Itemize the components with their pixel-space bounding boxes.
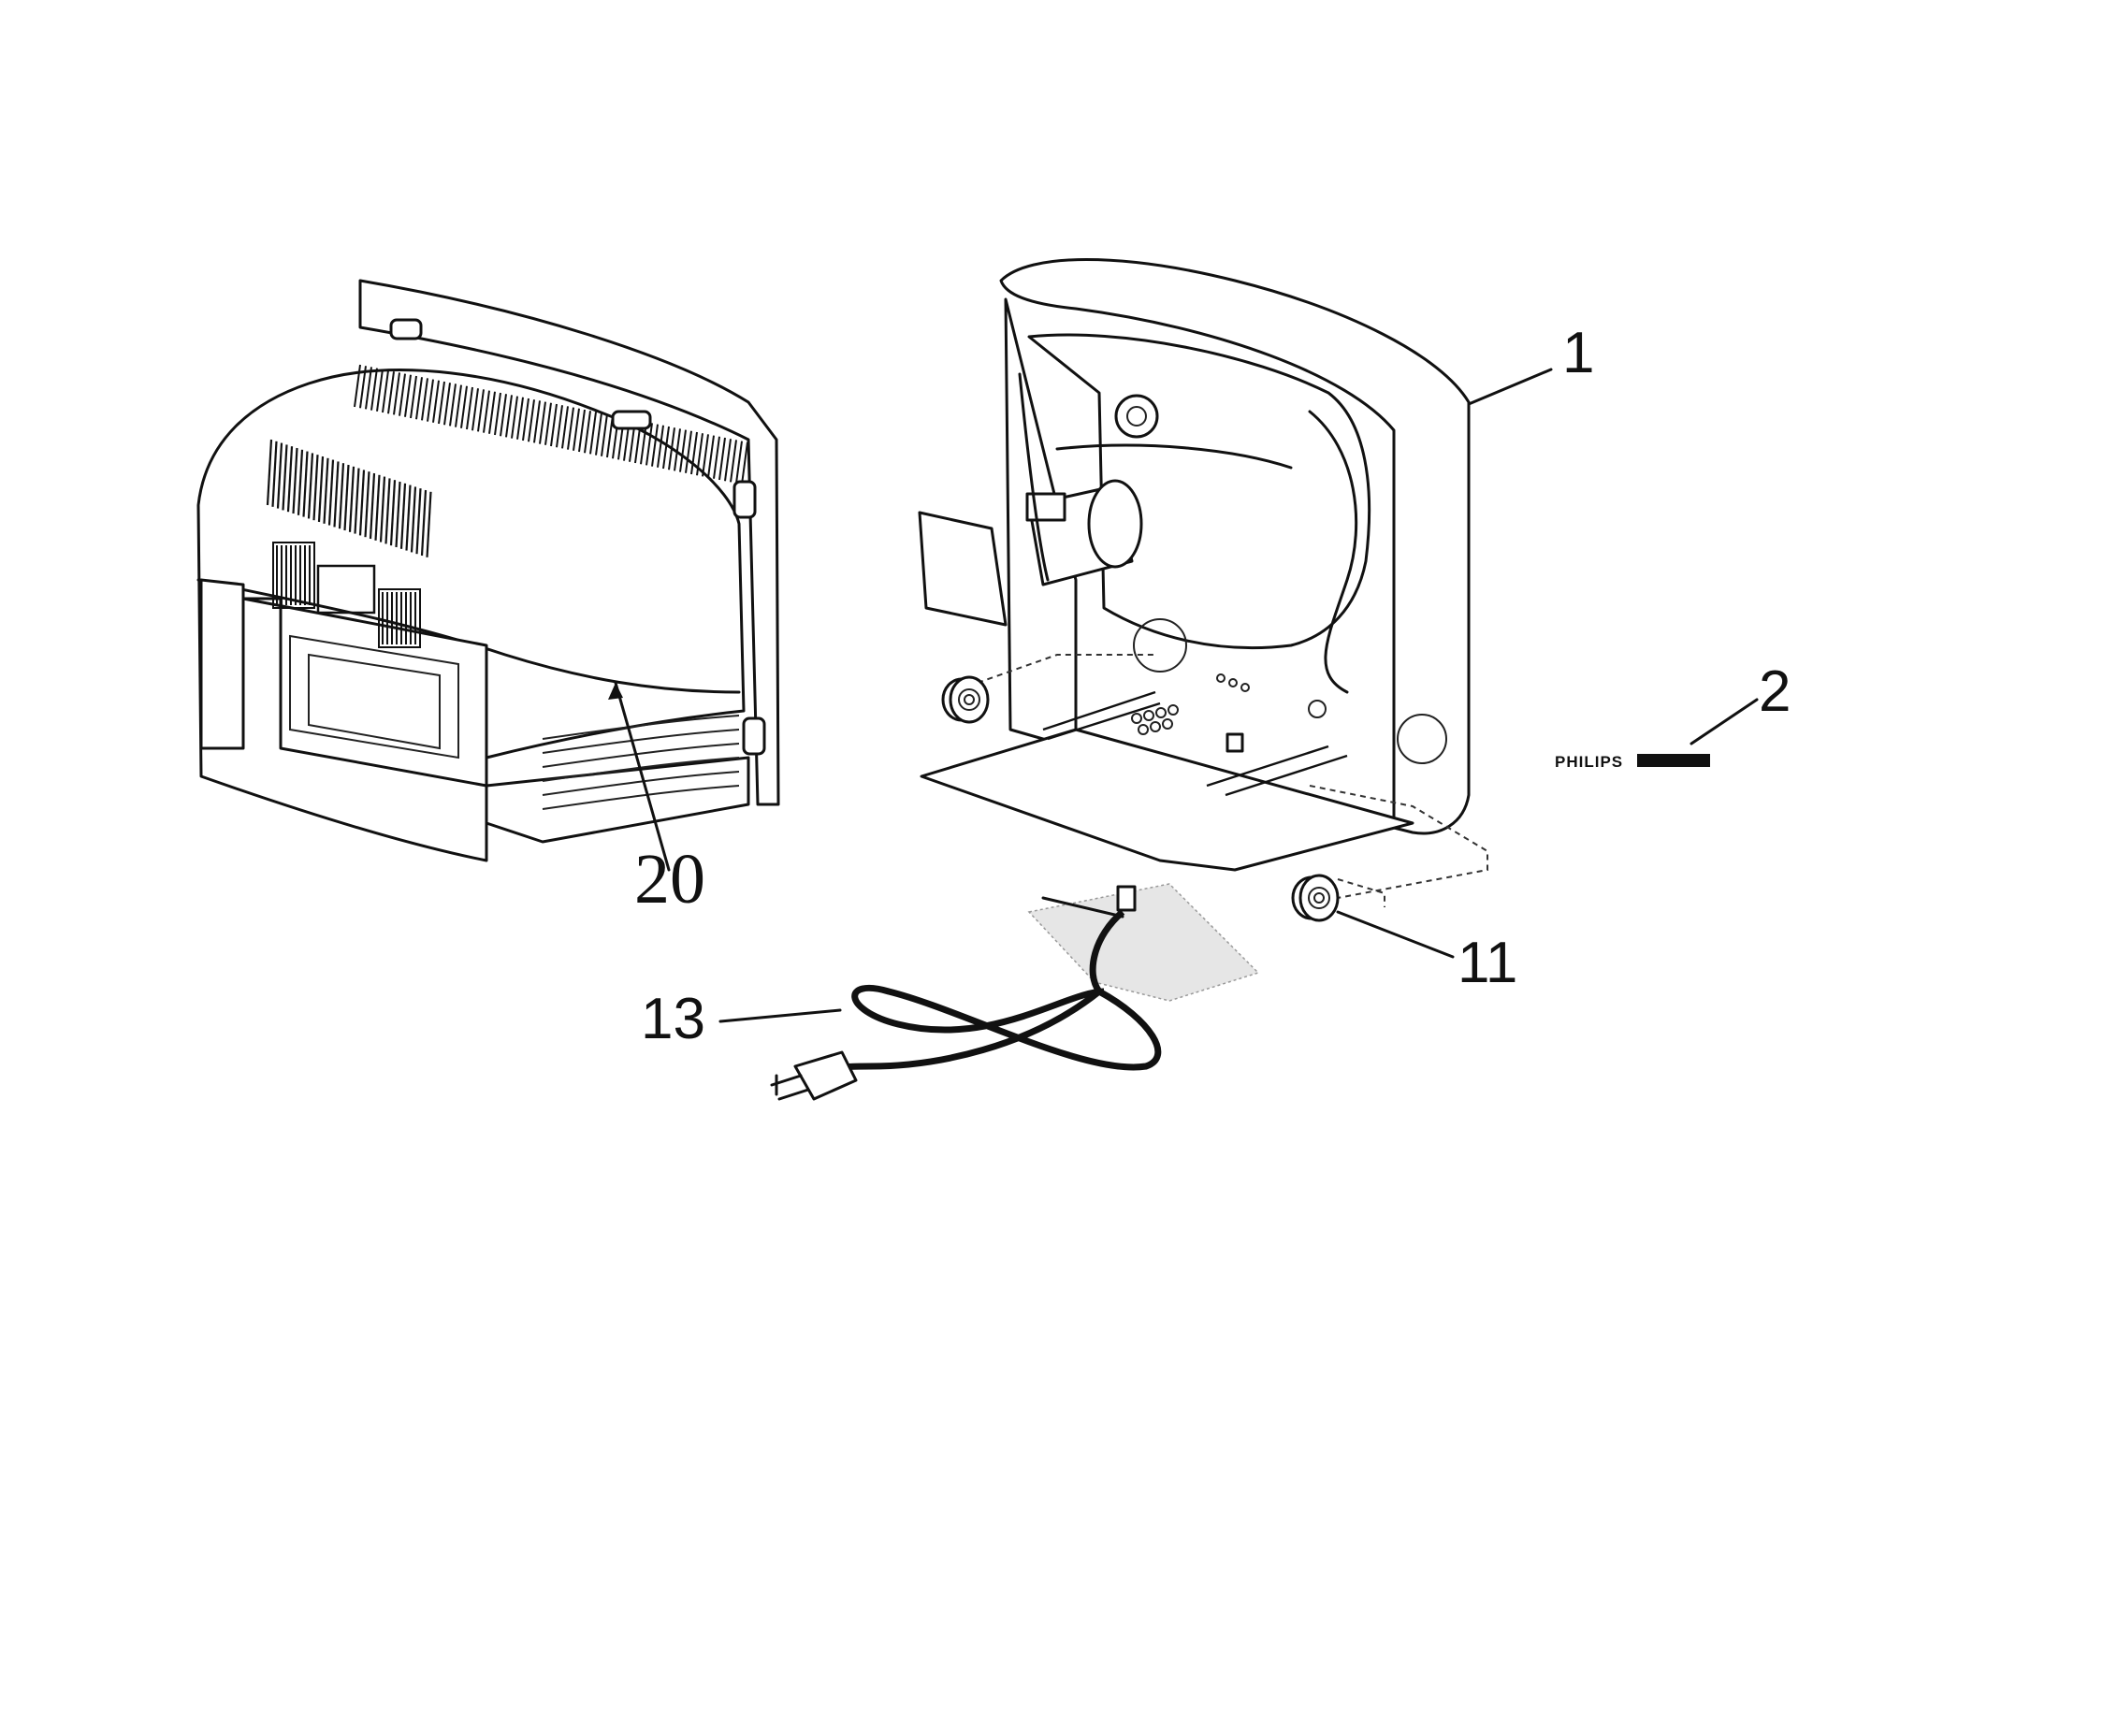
callout-20: 20	[634, 840, 705, 919]
anode-cap	[1114, 394, 1159, 439]
rear-cabinet	[196, 279, 780, 872]
pointer-1	[1467, 368, 1553, 406]
callout-13: 13	[641, 987, 705, 1051]
neck-board	[918, 511, 1008, 627]
knob-right	[1291, 874, 1340, 922]
callout-11: 11	[1458, 931, 1517, 995]
pointer-13	[718, 1008, 842, 1023]
front-cabinet	[918, 258, 1553, 907]
mounting-lugs	[389, 318, 766, 756]
rear-vent-slats	[542, 715, 740, 810]
side-vents	[272, 542, 421, 648]
callout-2: 2	[1759, 659, 1791, 724]
chassis-components	[1131, 673, 1327, 753]
knob-left	[941, 675, 990, 724]
brand-badge-text: PHILIPS	[1555, 753, 1623, 771]
power-cord	[718, 883, 1260, 1101]
brand-badge: PHILIPS	[1555, 698, 1759, 771]
rear-grille-hatching	[266, 364, 748, 644]
chassis-tray	[920, 728, 1414, 872]
badge-bar	[1637, 754, 1710, 767]
pointer-11	[1336, 910, 1455, 959]
pointer-20	[614, 681, 671, 872]
pointer-2	[1690, 698, 1759, 745]
callout-1: 1	[1562, 321, 1594, 385]
